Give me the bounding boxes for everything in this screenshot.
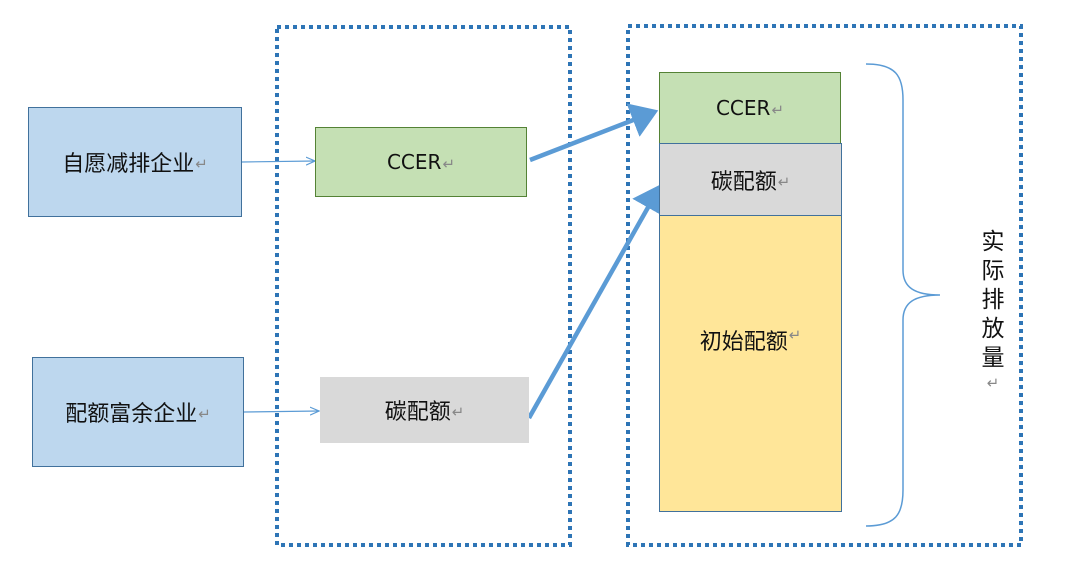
actual-emissions-char-1: 实	[981, 229, 1005, 255]
stack-initial-allowance-segment: 初始配额↵	[659, 215, 842, 512]
stack-ccer-label: CCER	[715, 96, 771, 120]
stack-initial-allowance-label: 初始配额	[699, 330, 788, 355]
middle-ccer-box: CCER↵	[315, 127, 527, 197]
arrow-voluntary-to-ccer	[241, 161, 315, 162]
actual-emissions-vertical-label: 实 际 排 放 量 ↵	[978, 228, 1008, 402]
paragraph-mark-icon: ↵	[771, 101, 785, 119]
middle-dotted-container	[275, 25, 572, 547]
arrow-carbon-to-stack	[527, 184, 664, 420]
arrow-surplus-to-carbon	[243, 411, 319, 412]
paragraph-mark-icon: ↵	[442, 155, 456, 173]
paragraph-mark-icon: ↵	[788, 326, 802, 344]
voluntary-reduction-company-box: 自愿减排企业↵	[28, 107, 242, 217]
stack-ccer-segment: CCER↵	[659, 72, 841, 144]
stack-carbon-allowance-segment: 碳配额↵	[659, 143, 842, 216]
paragraph-mark-icon: ↵	[451, 403, 465, 421]
surplus-allowance-company-box: 配额富余企业↵	[32, 357, 244, 467]
voluntary-reduction-company-label: 自愿减排企业	[62, 152, 195, 177]
actual-emissions-char-2: 际	[981, 258, 1005, 284]
stack-carbon-allowance-label: 碳配额	[710, 169, 777, 195]
actual-emissions-char-5: 量	[981, 345, 1005, 371]
middle-ccer-label: CCER	[386, 150, 442, 174]
surplus-allowance-company-label: 配额富余企业	[65, 402, 198, 427]
paragraph-mark-icon: ↵	[198, 405, 211, 423]
paragraph-mark-icon: ↵	[777, 172, 791, 191]
arrow-ccer-to-stack	[529, 103, 659, 163]
actual-emissions-char-3: 排	[981, 287, 1005, 313]
middle-carbon-allowance-box: 碳配额↵	[320, 377, 529, 443]
actual-emissions-char-4: 放	[981, 316, 1005, 342]
middle-carbon-allowance-label: 碳配额	[384, 400, 451, 425]
paragraph-mark-icon: ↵	[195, 155, 208, 173]
actual-emissions-brace	[865, 63, 941, 527]
paragraph-mark-icon: ↵	[986, 374, 1000, 392]
